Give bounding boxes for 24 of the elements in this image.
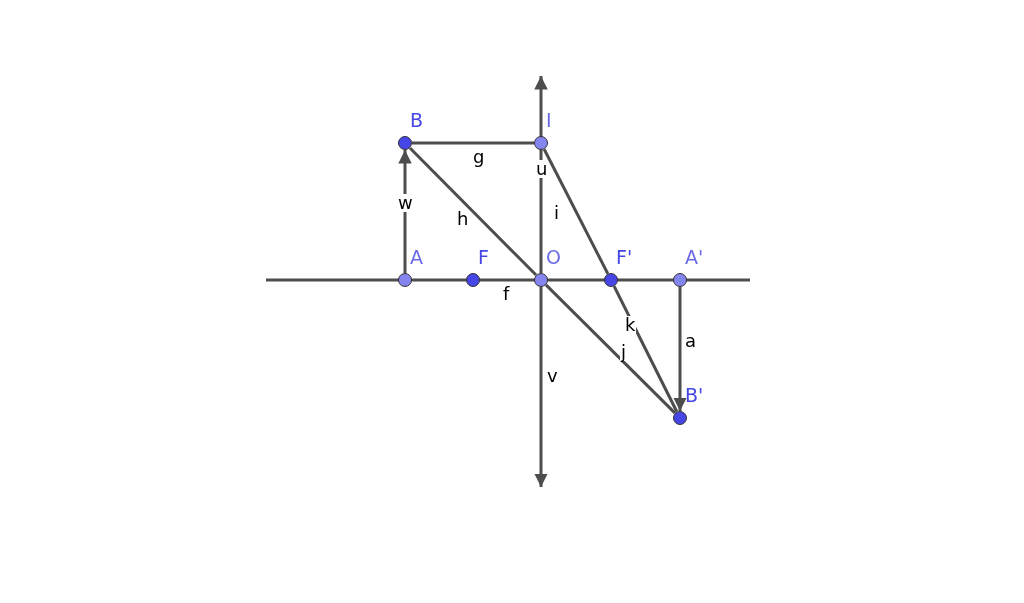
point-label: F [478, 247, 489, 267]
edge-label: j [620, 343, 627, 361]
line-segment [412, 141, 534, 145]
point-label: A' [685, 247, 704, 267]
point-label: A [410, 247, 423, 267]
point-label: F' [616, 247, 633, 267]
point-label: B [410, 110, 424, 130]
line-label: f [502, 285, 511, 303]
edge-label: k [624, 316, 637, 334]
line-segment [408, 146, 538, 277]
point-label: B' [685, 385, 704, 405]
edge-label: h [456, 210, 470, 228]
point-label: O [546, 247, 561, 267]
edge-label: w [397, 194, 414, 212]
line-segment [544, 283, 677, 415]
line-segment [612, 285, 679, 413]
arrow [534, 287, 548, 487]
line-segment [542, 148, 610, 275]
edge-label: i [553, 204, 560, 222]
point-label: I [546, 110, 552, 130]
edge-label: u [535, 160, 549, 178]
arrow [534, 76, 548, 273]
arrow [398, 150, 412, 273]
arrow [673, 287, 687, 411]
